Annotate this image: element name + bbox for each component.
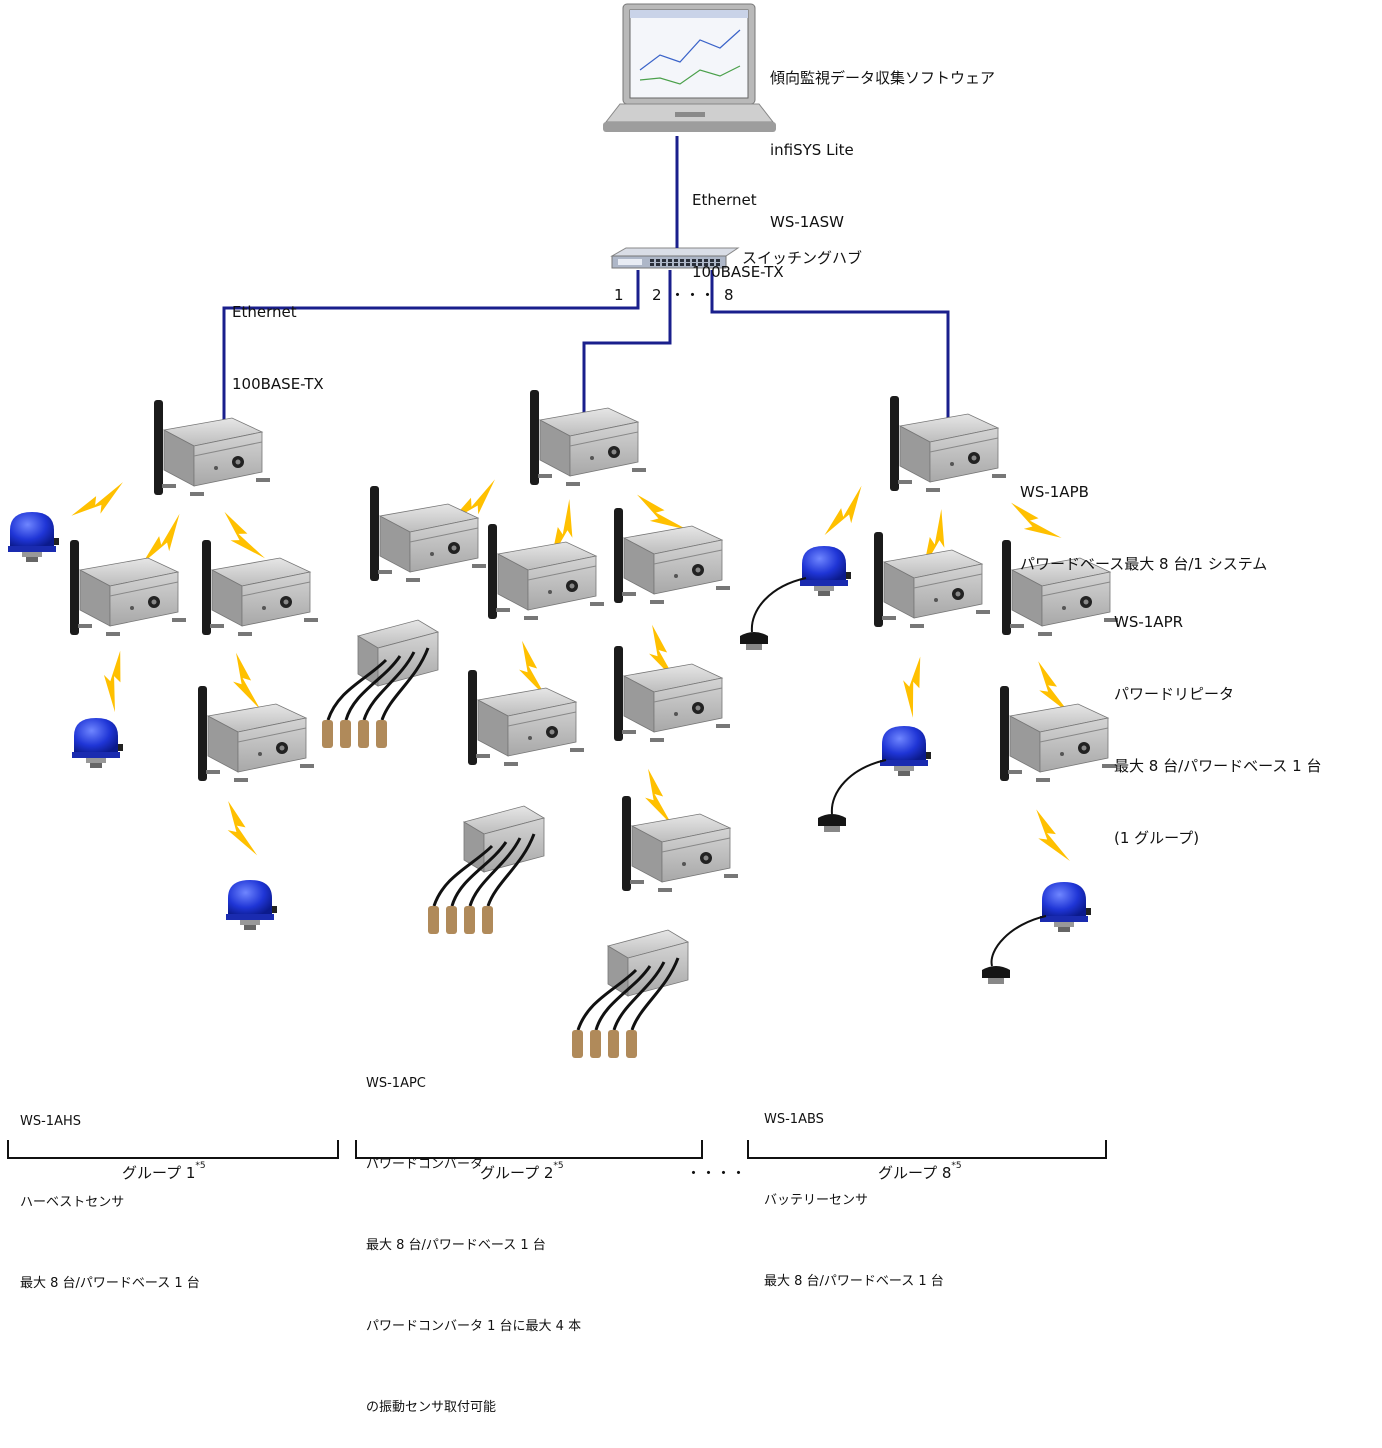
harvest-sensor-icon [226,880,277,930]
ethernet-label: Ethernet [692,191,757,209]
pc-title: 傾向監視データ収集ソフトウェア [770,69,996,87]
battery-sensor-icon [800,546,851,596]
group-name: グループ 1 [122,1164,196,1182]
probe-icon [982,966,1010,984]
group-ellipsis: ・・・・ [686,1164,747,1182]
powered-repeater-unit [69,539,187,637]
system-diagram [7,3,1119,1159]
ethernet-spec: 100BASE-TX [232,375,324,393]
wireless-signal-icon [220,797,258,862]
repeater-limit: 最大 8 台/パワードベース 1 台 [1114,757,1322,775]
powered-converter-icon [570,928,690,1060]
wireless-signal-icon [815,485,876,542]
harvest-label: WS-1AHS ハーベストセンサ 最大 8 台/パワードベース 1 台 [20,1054,200,1324]
probe-icon [818,814,846,832]
base-desc: パワードベース最大 8 台/1 システム [1020,555,1268,573]
repeater-model: WS-1APR [1114,613,1184,631]
pc-model: WS-1ASW [770,213,844,231]
group-2-label: グループ 2*5 [480,1161,564,1183]
harvest-name: ハーベストセンサ [20,1195,125,1210]
port-ellipsis: ・・・ [670,286,716,304]
group-name: グループ 8 [878,1164,952,1182]
repeater-label: WS-1APR パワードリピータ 最大 8 台/パワードベース 1 台 (1 グ… [1114,562,1321,874]
footnote-mark: *5 [951,1161,962,1171]
repeater-name: パワードリピータ [1114,685,1235,703]
pc-label: 傾向監視データ収集ソフトウェア infiSYS Lite WS-1ASW [770,18,995,258]
powered-repeater-unit [613,645,731,743]
wireless-signal-icon [228,650,261,714]
powered-converter-icon [320,618,440,750]
probe-icon [740,632,768,650]
group-brackets [7,1140,1107,1159]
ethernet-cables [222,136,950,428]
converter-name: パワードコンバータ [366,1157,484,1172]
hub-label: スイッチングハブ [742,249,863,267]
converter-sensors: パワードコンバータ 1 台に最大 4 本 [366,1319,582,1334]
port-number: 2 [652,286,662,304]
converter-limit: 最大 8 台/パワードベース 1 台 [366,1238,546,1253]
powered-repeater-unit [197,685,315,783]
group-name: グループ 2 [480,1164,554,1182]
battery-sensor-icon [880,726,931,776]
repeater-group: (1 グループ) [1114,829,1200,847]
base-model: WS-1APB [1020,483,1089,501]
battery-model: WS-1ABS [764,1112,824,1127]
group-1-label: グループ 1*5 [122,1161,206,1183]
footnote-mark: *5 [195,1161,206,1171]
powered-converter-icon [426,804,546,936]
wireless-signal-icon [66,482,131,524]
laptop-icon [603,3,776,132]
powered-repeater-unit [621,795,739,893]
switching-hub-icon [610,247,740,269]
wireless-signal-icon [217,505,265,569]
converter-sensors-cont: の振動センサ取付可能 [366,1400,497,1415]
battery-label: WS-1ABS バッテリーセンサ 最大 8 台/パワードベース 1 台 [764,1052,944,1322]
ethernet-label: Ethernet [232,303,297,321]
battery-limit: 最大 8 台/パワードベース 1 台 [764,1274,944,1289]
footnote-mark: *5 [553,1161,564,1171]
group-8-label: グループ 8*5 [878,1161,962,1183]
powered-base-unit [529,389,647,487]
base-label: WS-1APB パワードベース最大 8 台/1 システム [1020,432,1267,600]
pc-product: infiSYS Lite [770,141,854,159]
converter-model: WS-1APC [366,1076,426,1091]
converter-label: WS-1APC パワードコンバータ 最大 8 台/パワードベース 1 台 パワー… [366,1016,581,1448]
harvest-limit: 最大 8 台/パワードベース 1 台 [20,1276,200,1291]
ethernet-left-label: Ethernet 100BASE-TX [232,252,324,420]
powered-repeater-unit [487,523,605,621]
harvest-sensor-icon [72,718,123,768]
powered-repeater-unit [467,669,585,767]
port-number: 1 [614,286,624,304]
wireless-signal-icon [892,653,934,718]
battery-sensor-icon [1040,882,1091,932]
ethernet-spec: 100BASE-TX [692,263,784,281]
powered-repeater-unit [369,485,487,583]
port-number: 8 [724,286,734,304]
battery-name: バッテリーセンサ [764,1193,869,1208]
wireless-signal-icon [94,648,134,713]
ethernet-top-label: Ethernet 100BASE-TX [692,140,784,308]
harvest-sensor-icon [8,512,59,562]
wireless-signal-icon [1028,804,1070,869]
harvest-model: WS-1AHS [20,1114,81,1129]
